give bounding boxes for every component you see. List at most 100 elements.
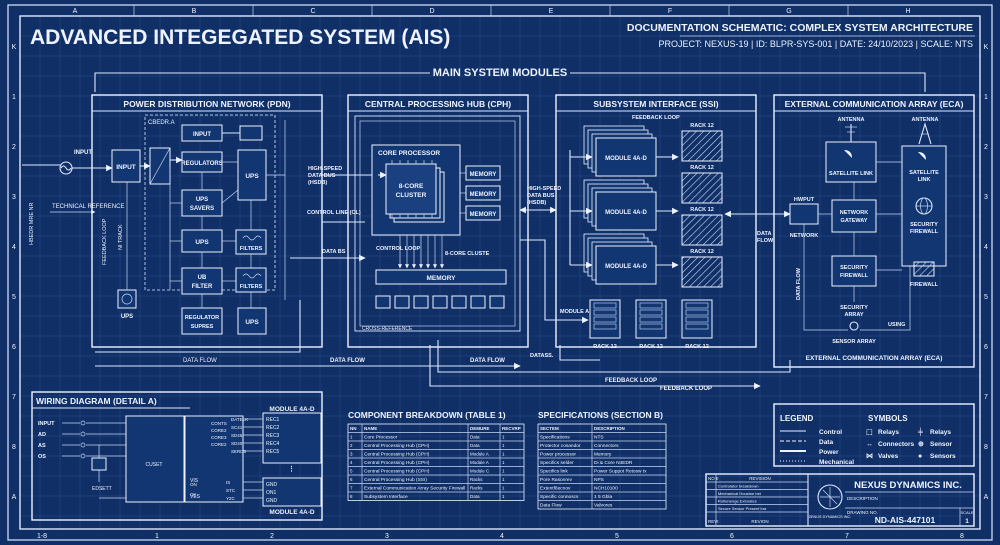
revision-row: Controlator breakdown [718, 484, 758, 489]
sat-link-2-text-2: LINK [918, 177, 931, 183]
cph-bus-label-2: DATA BUS [308, 173, 336, 179]
frame-bottom-label: 5 [615, 533, 619, 540]
network-gateway-block [831, 199, 877, 233]
control-line-label: CONTROL LINE (CL) [307, 210, 361, 216]
spec-table-cell: Power Suppot Rotosw tx [594, 469, 647, 475]
eca-footer: EXTERNAL COMMUNICATION ARRAY (ECA) [806, 355, 943, 362]
legend-line-label: Data [819, 439, 833, 446]
comp-table-cell: 1 [502, 469, 505, 474]
pdn-ups-text-4: UPS [121, 314, 133, 320]
rev-label: REVI [708, 519, 719, 524]
reg-supres-text-1: REGULATOR [185, 315, 219, 321]
edsett-label: EDSETT [92, 486, 112, 492]
pdn-ups-icon [117, 289, 137, 309]
pdn-cbedr-label: CBEDR.A [148, 120, 175, 126]
wiring-input-label: AD [38, 432, 46, 438]
page-title: ADVANCED INTEGEGATED SYSTEM (AIS) [30, 26, 450, 49]
module-top-label: MODULE 4A-D [269, 406, 314, 413]
pdn-ups-text-1: UPS [195, 239, 209, 246]
wiring-lower-mid: STC [226, 488, 236, 493]
wiring-lower-left: ON [190, 482, 197, 487]
frame-top-letter: D [429, 8, 434, 15]
spec-table-cell: Connectors [594, 443, 619, 449]
ssi-dataflow-2: FLOW [757, 238, 774, 244]
antenna-label-2: ANTENNA [912, 117, 939, 123]
memory-text-2: MEMORY [470, 192, 497, 198]
drawing-no-label: DRAWING NO. [847, 510, 878, 515]
wiring-rec-right: REC5 [266, 449, 280, 455]
module-bottom-block [262, 477, 322, 507]
satellite-dish-icon-2 [918, 152, 926, 160]
rack-hatch [681, 172, 723, 204]
spec-table-header: DESCRIPTION [594, 426, 625, 431]
spec-table-cell: Specific connoscs [540, 494, 579, 500]
comp-table-cell: 5 [350, 469, 353, 474]
sensor-array-text: SENSOR ARRAY [832, 339, 876, 345]
page-subtitle: DOCUMENTATION SCHEMATIC: COMPLEX SYSTEM … [627, 22, 973, 34]
pdn-ups-text-2: UPS [245, 173, 259, 180]
project-meta: PROJECT: NEXUS-19 | ID: BLPR-SYS-001 | D… [659, 39, 973, 49]
main-feedback-label: FEEDBACK LOOP [660, 386, 712, 392]
memory-text-3: MEMORY [470, 212, 497, 218]
logo-text: ZENUS DYNAMICS INC. [809, 515, 852, 519]
hwput-text: HWPUT [794, 197, 815, 203]
frame-bottom-label: 1-8 [37, 533, 47, 540]
sine-wave-icon-2 [242, 273, 262, 279]
memory-slots [375, 295, 505, 309]
cph-bus-label: HIGH-SPEED [308, 166, 342, 172]
spec-table-cell: 1 5 Gbla [594, 494, 612, 500]
cross-ref-label: CROSS-REFERENCE [362, 326, 413, 332]
legend-symbol-icon: ↔ [866, 441, 873, 448]
bottom-rack-block [589, 299, 621, 339]
spec-table-cell: Pore Rasonrev [540, 477, 573, 483]
module-bottom-label: MODULE 4A-D [269, 509, 314, 516]
memory-bar [375, 269, 507, 285]
comp-table-cell: Central Processing Hub (SSI) [364, 477, 427, 483]
sat-link-text-1: SATELLITE LINK [829, 171, 873, 177]
wiring-rec-pin: SC41 [231, 425, 243, 430]
wiring-ellipsis: ⋮ [288, 465, 295, 473]
filters-block-2 [235, 267, 267, 293]
tech-ref-label: TECHNICAL REFERENCE [52, 204, 124, 210]
cph-bus-arrows [397, 235, 445, 269]
revision-row: Mechanical Houston ber [718, 491, 762, 496]
comp-table-cell: Module A [470, 452, 489, 457]
bottom-rack-label: RACK 12 [685, 344, 709, 350]
ssi-module-text: MODULE 4A-D [605, 210, 647, 216]
frame-left-label: 3 [12, 194, 16, 201]
wiring-rec-pin: SD40 [231, 441, 243, 446]
filters-text-1: FILTERS [240, 246, 263, 252]
sec-array-text-1: SECURITY [840, 305, 868, 311]
wiring-lower-left: CK [190, 492, 196, 497]
ssi-bus-label-1: HIGH-SPEED [527, 186, 561, 192]
frame-top-letter: E [549, 8, 554, 15]
wiring-chip-left [125, 415, 185, 503]
sec-fw-2-text-1: SECURITY [840, 265, 868, 271]
sine-wave-icon [242, 235, 262, 241]
spec-table-cell: Valvores [594, 503, 613, 509]
cph-panel: CENTRAL PROCESSING HUB (CPH) CORE PROCES… [347, 94, 529, 348]
wiring-mid-label: CORE2 [211, 428, 227, 433]
ups-savers-text-2: SAVERS [190, 206, 214, 212]
main-modules-label: MAIN SYSTEM MODULES [433, 67, 567, 79]
bottom-rack-label: RACK 12 [593, 344, 617, 350]
relay-icon [239, 125, 263, 141]
comp-table-header: NAME [364, 426, 377, 431]
legend-line-label: Power [819, 449, 839, 456]
frame-left-label: 5 [12, 294, 16, 301]
frame-top-letter: G [786, 8, 791, 15]
rev-header: REVISION [749, 476, 771, 481]
ub-filter-text-2: FILTER [192, 284, 213, 290]
spec-table-cell: Protector cosandor [540, 443, 581, 449]
frame-left-label: 8 [12, 444, 16, 451]
regulator-supres-block [181, 307, 223, 335]
rack-label: RACK 12 [690, 165, 714, 171]
bottom-rack-label: RACK 12 [639, 344, 663, 350]
company-name: NEXUS DYNAMICS INC. [854, 480, 962, 491]
comp-table-cell: 1 [502, 494, 505, 499]
